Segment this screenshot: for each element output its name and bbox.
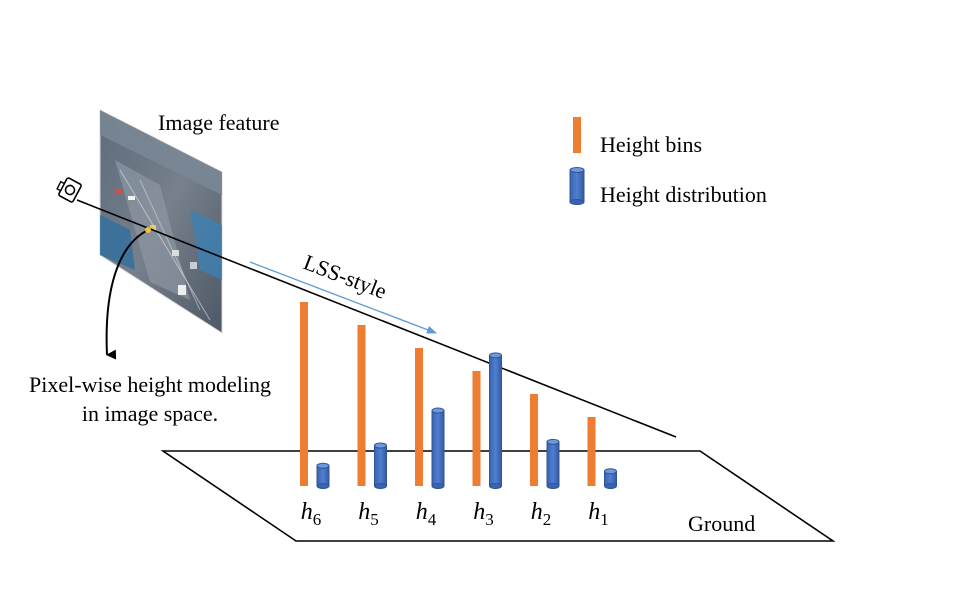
camera-icon xyxy=(56,177,82,203)
bin-label: h1 xyxy=(588,499,609,529)
bin-label: h3 xyxy=(473,499,494,529)
legend: Height bins Height distribution xyxy=(569,117,767,207)
ground-label: Ground xyxy=(688,511,755,536)
height-distribution-cylinder xyxy=(374,442,387,489)
legend-orange-swatch xyxy=(573,117,581,153)
lss-arrow xyxy=(249,261,437,334)
pixel-wise-label-line2: in image space. xyxy=(82,401,218,426)
legend-blue-swatch xyxy=(569,167,585,205)
pixel-wise-arrow xyxy=(105,229,149,360)
bin-label: h4 xyxy=(416,499,437,529)
height-bin-bar xyxy=(530,394,538,486)
street-scene-image xyxy=(99,109,223,334)
height-bin-bar xyxy=(587,417,596,486)
image-feature-label: Image feature xyxy=(158,110,280,135)
bars-group: h6 h5 h4 h3 h2 h1 xyxy=(300,302,617,529)
bin-label: h5 xyxy=(358,499,379,529)
height-distribution-cylinder xyxy=(546,438,560,489)
height-bin-bar xyxy=(415,348,423,486)
height-distribution-cylinder xyxy=(604,468,617,489)
bin-label: h6 xyxy=(301,499,322,529)
bin-label: h2 xyxy=(531,499,552,529)
height-bin-bar xyxy=(472,371,481,486)
legend-bins-label: Height bins xyxy=(600,132,702,157)
legend-distribution-label: Height distribution xyxy=(600,182,767,207)
lss-style-label: LSS-style xyxy=(300,249,390,303)
pixel-wise-label-line1: Pixel-wise height modeling xyxy=(29,372,271,397)
ground-plane xyxy=(160,450,836,542)
pixel-point xyxy=(145,227,151,233)
height-distribution-cylinder xyxy=(431,407,445,489)
projection-ray xyxy=(76,199,677,438)
height-bin-bar xyxy=(357,325,366,486)
height-bin-bar xyxy=(300,302,308,486)
height-distribution-cylinder xyxy=(489,352,502,489)
height-distribution-cylinder xyxy=(316,462,330,489)
